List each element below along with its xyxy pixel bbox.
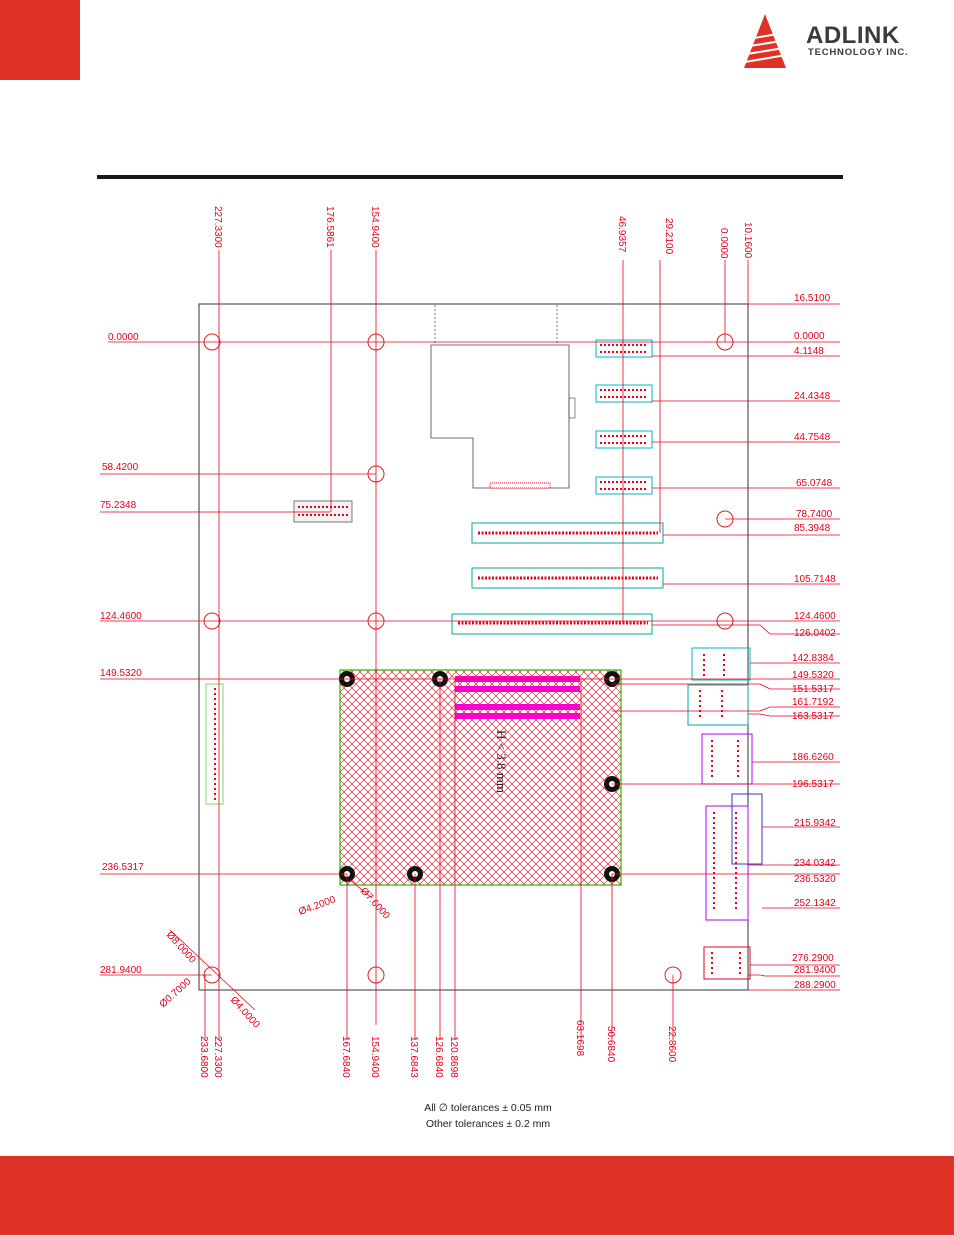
dimension-label: 281.9400 [794,965,836,976]
dimension-label: 10.1600 [742,222,753,259]
dimension-label: 105.7148 [794,574,836,585]
brand-name: ADLINK [806,22,900,49]
module-keepout-area [339,669,622,886]
dimension-label: 149.5320 [100,668,142,679]
dimension-label: 4.1148 [794,346,824,357]
dimension-label: 137.6843 [408,1036,419,1078]
dimension-label: 126.6840 [433,1036,444,1078]
dimension-label: 29.2100 [663,218,674,255]
dimension-label: 234.0342 [794,858,836,869]
footer-bar [0,1156,954,1235]
dimension-label: 288.2900 [794,980,836,991]
dimension-label: 16.5100 [794,293,831,304]
dimension-label: 44.7548 [794,432,831,443]
dimension-label: 252.1342 [794,898,836,909]
dimension-label: 227.3300 [212,1036,223,1078]
dimension-label: 58.4200 [102,462,139,473]
corner-tab [0,0,80,80]
dimension-label: 50.6840 [605,1026,616,1063]
dimension-label: 154.9400 [369,206,380,248]
io-connectors [687,647,763,980]
dimension-label: 281.9400 [100,965,142,976]
dimension-label: 24.4348 [794,391,831,402]
dimension-label: 236.5317 [102,862,144,873]
dimension-label: 176.5861 [324,206,335,248]
dimension-label: 120.8698 [448,1036,459,1078]
pin-headers [595,339,653,495]
dimension-label: 161.7192 [792,697,834,708]
dimension-label: 75.2348 [100,500,137,511]
dimension-label: 151.5317 [792,684,834,695]
dimension-label: 78.7400 [796,509,833,520]
vertical-header [205,683,224,805]
dimension-label: 163.5317 [792,711,834,722]
brand-subtitle: TECHNOLOGY INC. [808,47,909,58]
dimension-label: 142.8384 [792,653,834,664]
dimension-label: 186.6260 [792,752,834,763]
cf-slot [430,344,570,489]
tolerance-note-2: Other tolerances ± 0.2 mm [425,1118,551,1130]
tolerance-note-1: All ∅ tolerances ± 0.05 mm [424,1102,552,1114]
dimension-label: 276.2900 [792,953,834,964]
dimension-label: 126.0402 [794,628,836,639]
diameter-label: Ø7.6000 [358,886,392,922]
dimension-label: 63.1698 [574,1020,585,1057]
diameter-label: Ø4.2000 [297,894,337,918]
horizontal-dimension-lines [100,303,840,991]
mounting-holes [203,333,734,984]
expansion-slots [451,522,664,635]
dimension-label: 0.0000 [794,331,825,342]
dimension-label: 85.3948 [794,523,831,534]
dimension-label: 22.8600 [666,1026,677,1063]
header-rule [97,175,843,179]
adlink-logo-icon [744,14,787,68]
dimension-label: 124.4600 [100,611,142,622]
dimension-label: 196.5317 [792,779,834,790]
dimension-label: 124.4600 [794,611,836,622]
dimension-label: 65.0748 [796,478,833,489]
board-outline [198,303,749,991]
dimension-label: 149.5320 [792,670,834,681]
dimension-label: 46.9357 [616,216,627,253]
dimension-label: 0.0000 [108,332,139,343]
diameter-label: Ø8.0000 [164,930,198,966]
diameter-label: Ø0.7000 [158,976,194,1010]
dimension-label: 236.5320 [794,874,836,885]
pin-header-left [293,500,353,523]
dimension-label: 233.6800 [198,1036,209,1078]
vertical-dimension-lines [169,250,749,1040]
dimension-label: 215.9342 [794,818,836,829]
dimension-label: 154.9400 [369,1036,380,1078]
height-note: H < 3.8 mm [494,730,509,793]
dimension-label: 0.0000 [718,228,729,259]
dimension-label: 227.3300 [212,206,223,248]
dimension-label: 167.6840 [340,1036,351,1078]
